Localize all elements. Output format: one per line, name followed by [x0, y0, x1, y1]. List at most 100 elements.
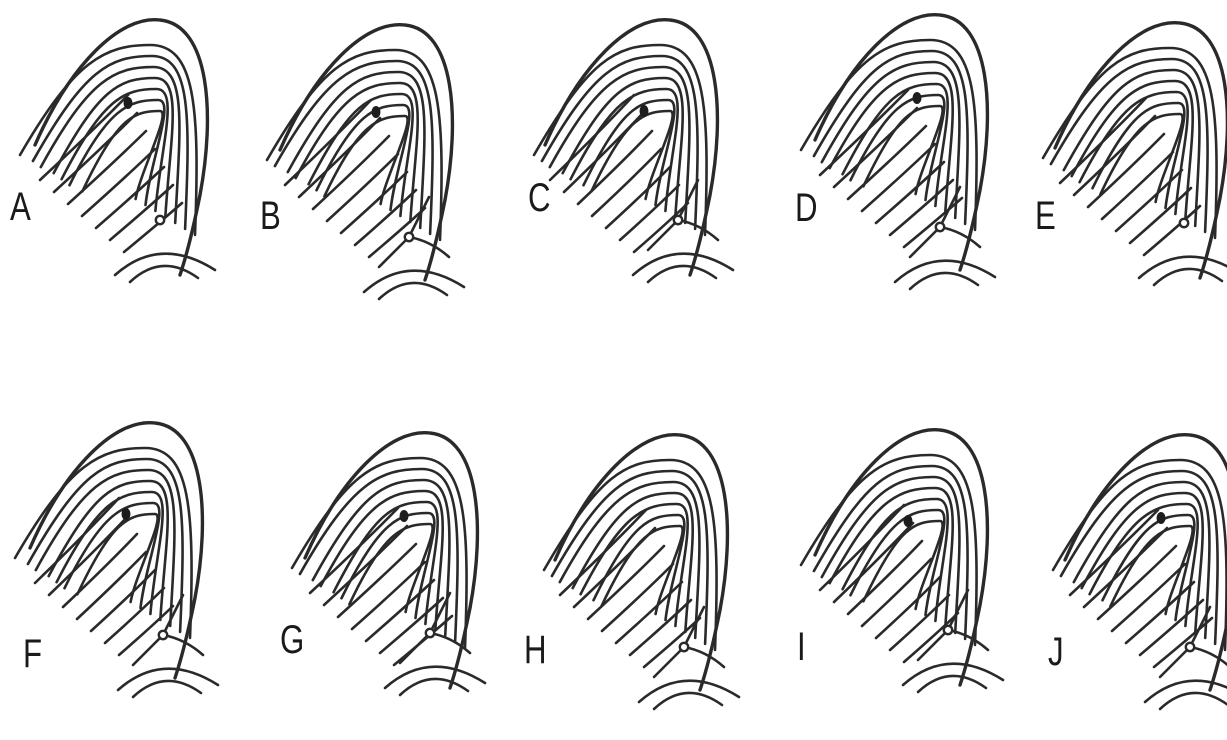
- fingerprint-loop-f: [5, 408, 245, 728]
- core-point-f: [122, 508, 131, 520]
- lower-arc-inner-g: [400, 679, 468, 695]
- parallel-ridge-d-4: [876, 162, 944, 223]
- lower-arc-outer-d: [895, 261, 995, 282]
- parallel-ridge-b-4: [341, 172, 407, 233]
- delta-branch-left-b: [379, 237, 409, 267]
- lower-arc-inner-h: [654, 693, 722, 709]
- fingerprint-loop-i: [790, 415, 1030, 735]
- lower-arc-outer-h: [639, 681, 739, 702]
- core-point-j: [1157, 512, 1166, 524]
- parallel-ridge-e-6: [1144, 206, 1200, 255]
- lower-arc-outer-j: [1145, 681, 1227, 702]
- loop-panel-b: B: [255, 10, 495, 330]
- parallel-ridge-f-5: [105, 588, 164, 643]
- parallel-ridge-e-5: [1130, 188, 1191, 243]
- lower-arc-inner-d: [910, 273, 978, 289]
- panel-label-f: F: [23, 634, 42, 674]
- fingerprint-loop-b: [255, 10, 495, 330]
- panel-label-j: J: [1048, 632, 1064, 672]
- outer-ridge-d: [815, 15, 987, 270]
- parallel-ridge-i-5: [890, 595, 949, 650]
- loop-panel-c: C: [520, 5, 760, 325]
- lower-arc-inner-f: [133, 681, 201, 697]
- outer-ridge-g: [305, 433, 477, 688]
- delta-branch-left-j: [1160, 647, 1190, 677]
- lower-arc-outer-b: [364, 271, 464, 292]
- panel-label-e: E: [1035, 196, 1056, 236]
- parallel-ridge-i-4: [876, 577, 940, 638]
- loop-panel-a: A: [10, 5, 250, 325]
- lower-arc-outer-a: [115, 254, 215, 275]
- delta-branch-right-h: [684, 647, 724, 667]
- parallel-ridge-d-6: [904, 198, 962, 247]
- delta-point-f: [159, 631, 167, 639]
- lower-arc-inner-i: [918, 676, 986, 692]
- fingerprint-loop-e: [1030, 8, 1227, 328]
- parallel-ridge-e-4: [1116, 170, 1182, 231]
- core-point-i: [904, 515, 913, 527]
- loop-panel-i: I: [790, 415, 1030, 735]
- fingerprint-loop-h: [530, 420, 770, 740]
- lower-arc-inner-j: [1160, 693, 1227, 709]
- delta-branch-left-g: [400, 633, 430, 663]
- fingerprint-loop-j: [1040, 420, 1227, 740]
- fingerprint-loop-c: [520, 5, 760, 325]
- delta-point-d: [936, 223, 944, 231]
- parallel-ridge-c-5: [620, 185, 679, 240]
- delta-point-e: [1180, 219, 1188, 227]
- parallel-ridge-a-6: [124, 203, 182, 252]
- lower-arc-outer-i: [903, 664, 1003, 685]
- panel-label-a: A: [10, 187, 31, 227]
- loop-panel-f: F: [5, 408, 245, 728]
- loop-panel-j: J: [1040, 420, 1227, 740]
- fingerprint-loop-d: [790, 0, 1030, 320]
- parallel-ridge-c-6: [634, 203, 688, 252]
- panel-label-d: D: [795, 188, 818, 228]
- loop-panel-g: G: [280, 418, 520, 738]
- parallel-ridge-a-5: [110, 185, 173, 240]
- outer-ridge-i: [815, 430, 987, 685]
- parallel-ridge-j-6: [1154, 618, 1212, 667]
- outer-ridge-c: [545, 20, 717, 275]
- delta-point-g: [426, 629, 434, 637]
- parallel-ridge-i-6: [904, 613, 958, 662]
- delta-point-j: [1186, 643, 1194, 651]
- lower-arc-outer-c: [633, 254, 733, 275]
- delta-point-h: [680, 643, 688, 651]
- lower-arc-inner-e: [1154, 269, 1222, 285]
- lower-arc-inner-a: [130, 266, 198, 282]
- lower-arc-inner-c: [648, 266, 716, 282]
- fingerprint-loop-a: [10, 5, 250, 325]
- delta-branch-left-h: [654, 647, 684, 677]
- loop-panel-h: H: [530, 420, 770, 740]
- delta-point-b: [405, 233, 413, 241]
- parallel-ridge-a-4: [96, 167, 164, 228]
- core-point-c: [640, 105, 649, 117]
- delta-point-c: [674, 216, 682, 224]
- outer-ridge-e: [1055, 23, 1227, 278]
- panel-label-c: C: [528, 178, 551, 218]
- core-point-g: [400, 510, 409, 522]
- loop-pattern-figure: A B C D E F G H I J: [0, 0, 1227, 711]
- panel-label-g: G: [280, 620, 304, 660]
- delta-point-a: [156, 216, 164, 224]
- panel-label-i: I: [797, 627, 806, 667]
- delta-branch-right-b: [409, 237, 449, 257]
- delta-point-i: [944, 626, 952, 634]
- loop-panel-d: D: [790, 0, 1030, 320]
- panel-label-h: H: [524, 630, 547, 670]
- parallel-ridge-j-4: [1126, 582, 1194, 643]
- core-point-a: [124, 97, 133, 109]
- parallel-ridge-c-4: [606, 167, 670, 228]
- parallel-ridge-g-4: [366, 580, 434, 641]
- parallel-ridge-f-4: [91, 570, 155, 631]
- delta-branch-left-d: [910, 227, 940, 257]
- core-point-d: [913, 92, 922, 104]
- lower-arc-outer-f: [118, 669, 218, 690]
- lower-arc-outer-g: [385, 667, 485, 688]
- core-point-b: [372, 106, 381, 118]
- loop-panel-e: E: [1030, 8, 1227, 328]
- parallel-ridge-h-4: [616, 582, 682, 643]
- outer-ridge-a: [35, 20, 207, 275]
- fingerprint-loop-g: [280, 418, 520, 738]
